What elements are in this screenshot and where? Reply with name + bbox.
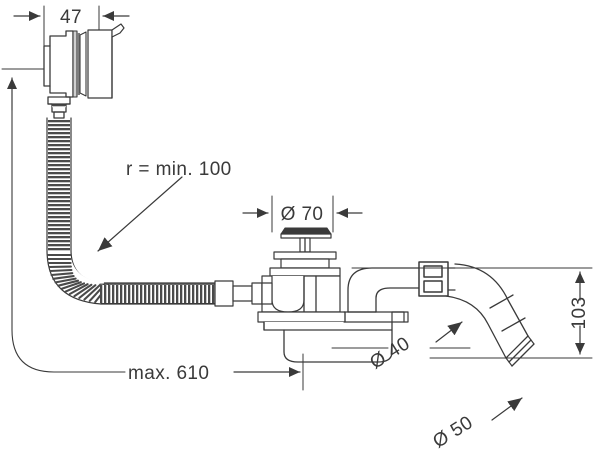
leader-diameter-50 [491,397,523,421]
dimension-label-47: 47 [60,7,82,28]
flexible-corrugated-hose [46,117,263,307]
leader-radius-note [97,176,183,252]
outlet-pipe [445,263,535,367]
dimension-103 [351,267,593,359]
dimension-max-610 [119,353,304,391]
siphon-body [257,275,405,363]
leader-diameter-40 [331,321,471,349]
dimension-label-radius: r = min. 100 [126,159,232,180]
overflow-fitting [43,23,125,119]
waste-cap-assembly [269,227,341,277]
dimension-label-max-610: max. 610 [128,363,209,384]
dimension-label-103: 103 [569,297,590,330]
dimension-label-diameter-70: Ø 70 [281,204,324,225]
dimension-diameter-70 [242,195,363,233]
dimension-left-datum [1,68,121,373]
